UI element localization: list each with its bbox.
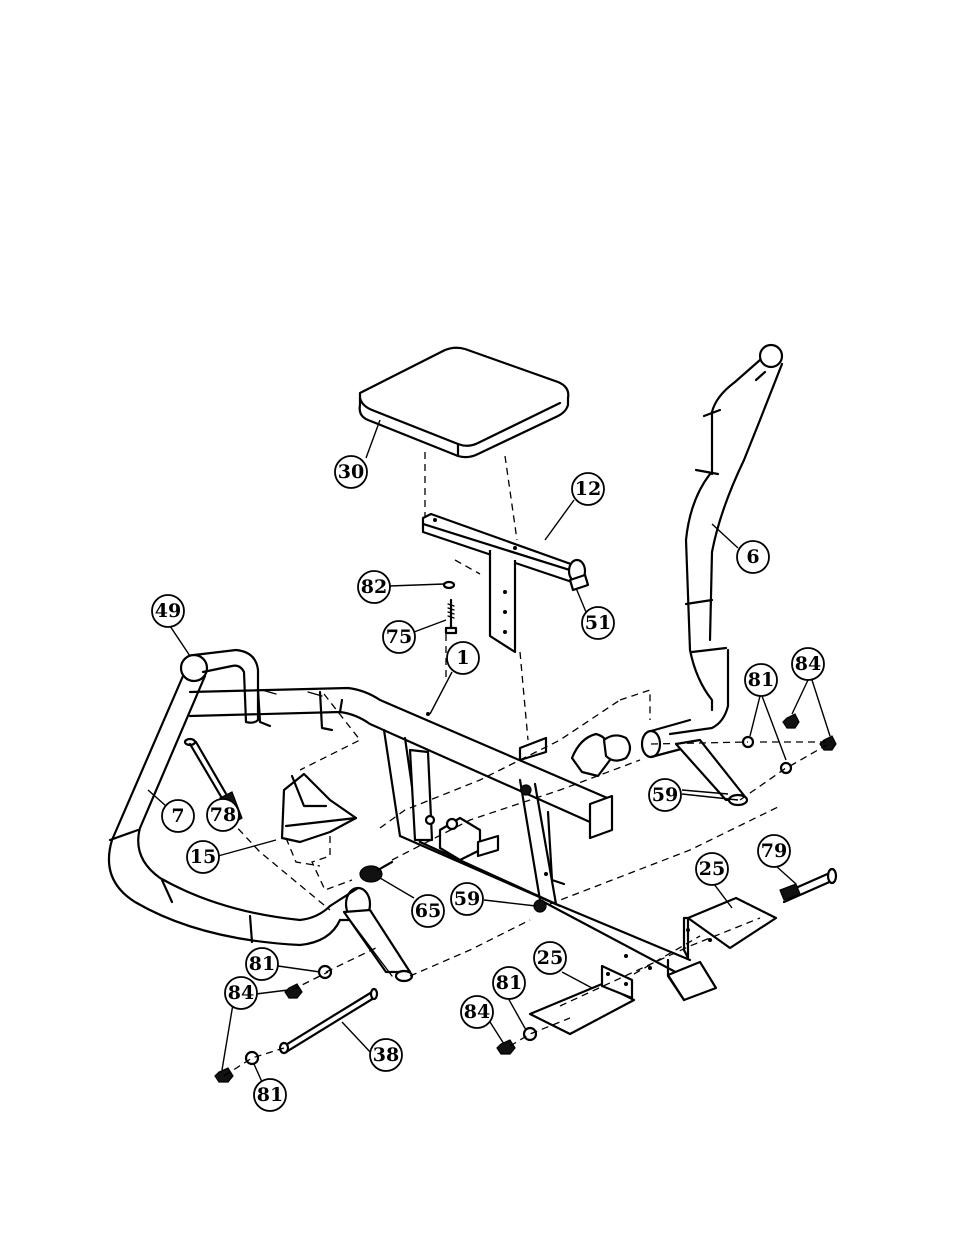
foot-plate-25-right — [682, 896, 778, 960]
foot-plate-25-left — [528, 964, 636, 1036]
bolt-79 — [779, 867, 838, 904]
assembly-guide-lines — [223, 634, 833, 1077]
callout-1: 1 — [446, 641, 480, 675]
callout-59-right-label: 59 — [652, 784, 678, 806]
callout-82: 82 — [357, 570, 391, 604]
callout-78: 78 — [206, 798, 240, 832]
callout-30-label: 30 — [338, 461, 364, 483]
callout-25-right-label: 25 — [699, 858, 725, 880]
callout-15: 15 — [186, 840, 220, 874]
callout-65-label: 65 — [415, 900, 441, 922]
callout-84-center: 84 — [460, 995, 494, 1029]
callout-49: 49 — [151, 594, 185, 628]
callout-65: 65 — [411, 894, 445, 928]
callout-7: 7 — [161, 799, 195, 833]
arm-bracket-15 — [280, 772, 358, 844]
callout-59-center-label: 59 — [454, 888, 480, 910]
callout-38-label: 38 — [373, 1044, 399, 1066]
callout-82-label: 82 — [361, 576, 387, 598]
washer-82 — [442, 580, 456, 590]
callout-12: 12 — [571, 472, 605, 506]
callout-84-top-right: 84 — [791, 647, 825, 681]
callout-1-label: 1 — [456, 647, 469, 669]
callout-25-right: 25 — [695, 852, 729, 886]
callout-15-label: 15 — [190, 846, 216, 868]
callout-81-top-right-label: 81 — [748, 669, 774, 691]
callout-75-label: 75 — [386, 626, 412, 648]
callout-84-center-label: 84 — [464, 1001, 490, 1023]
callout-81-center-label: 81 — [496, 972, 522, 994]
left-handle-frame — [107, 648, 414, 983]
callout-78-label: 78 — [210, 804, 236, 826]
callout-59-center: 59 — [450, 882, 484, 916]
callout-81-bottom: 81 — [253, 1078, 287, 1112]
callout-84-left: 84 — [224, 976, 258, 1010]
callout-51-label: 51 — [585, 612, 611, 634]
callout-51: 51 — [581, 606, 615, 640]
callout-6: 6 — [736, 540, 770, 574]
bolt-75 — [444, 598, 458, 635]
callout-81-left-label: 81 — [249, 953, 275, 975]
callout-84-left-label: 84 — [228, 982, 254, 1004]
callout-81-bottom-label: 81 — [257, 1084, 283, 1106]
callout-79: 79 — [757, 834, 791, 868]
callout-25-left: 25 — [533, 941, 567, 975]
callout-25-left-label: 25 — [537, 947, 563, 969]
seat-bracket — [421, 512, 590, 654]
callout-81-top-right: 81 — [744, 663, 778, 697]
pop-pin-knob-65 — [359, 860, 394, 883]
callout-6-label: 6 — [746, 546, 759, 568]
callout-49-label: 49 — [155, 600, 181, 622]
right-handle — [640, 343, 784, 807]
callout-79-label: 79 — [761, 840, 787, 862]
callout-59-right: 59 — [648, 778, 682, 812]
hardware-washers-nuts — [214, 713, 837, 1083]
callout-leaders — [147, 419, 831, 1083]
main-frame — [188, 686, 718, 1002]
callout-84-top-right-label: 84 — [795, 653, 821, 675]
seat-pad — [358, 346, 570, 459]
callout-7-label: 7 — [171, 805, 184, 827]
callout-12-label: 12 — [575, 478, 601, 500]
pivot-rod-38 — [278, 987, 379, 1055]
callout-38: 38 — [369, 1038, 403, 1072]
callout-81-center: 81 — [492, 966, 526, 1000]
callout-81-left: 81 — [245, 947, 279, 981]
callout-30: 30 — [334, 455, 368, 489]
callout-75: 75 — [382, 620, 416, 654]
